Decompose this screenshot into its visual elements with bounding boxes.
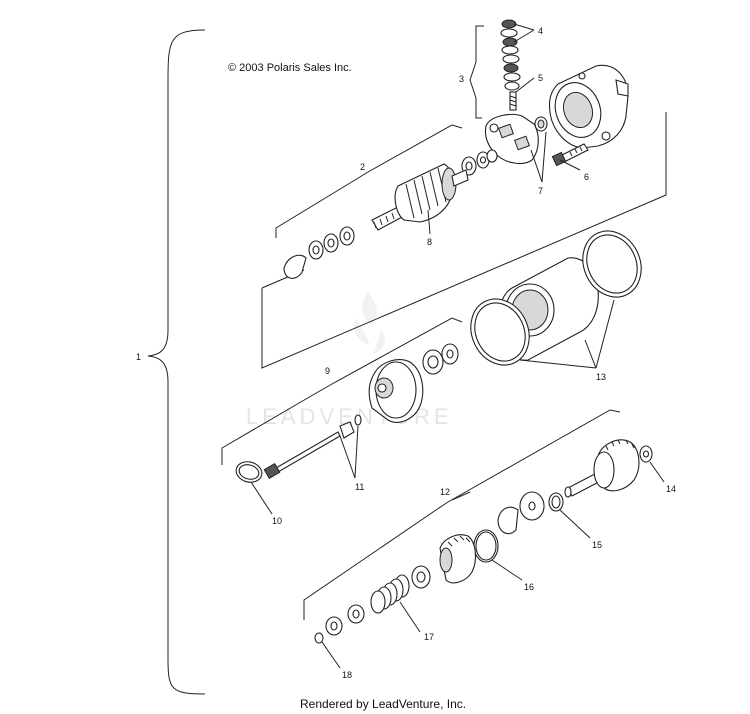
copyright-text: © 2003 Polaris Sales Inc. (228, 62, 352, 74)
part-6-bolt (551, 143, 589, 167)
callout-17: 17 (424, 632, 434, 642)
part-11-through-bolt (263, 431, 341, 480)
part-11-washers (339, 414, 362, 439)
callout-10: 10 (272, 516, 282, 526)
part-8-armature (371, 163, 469, 231)
bracket-2 (275, 124, 463, 238)
callout-15: 15 (592, 540, 602, 550)
callout-11: 11 (355, 482, 364, 492)
callout-4: 4 (538, 26, 543, 36)
watermark-logo (353, 292, 386, 354)
callout-16: 16 (524, 582, 534, 592)
leader-lines (250, 23, 665, 669)
callout-14: 14 (666, 484, 676, 494)
part-16-clutch (439, 529, 499, 584)
washer-stack-15 (497, 491, 545, 535)
part-18-washers (314, 616, 343, 644)
section-box-armature (261, 112, 667, 369)
part-17-spring-assembly (347, 565, 431, 624)
callout-8: 8 (427, 237, 432, 247)
armature-left-washers (283, 226, 355, 279)
callout-2: 2 (360, 162, 365, 172)
callout-5: 5 (538, 73, 543, 83)
part-10-o-ring (235, 461, 263, 483)
part-5-terminal-bolt (509, 91, 517, 111)
part-7-bushing (534, 116, 548, 132)
part-13-o-ring-large (582, 230, 642, 298)
part-3-brush-plate (484, 113, 539, 165)
callout-1: 1 (136, 352, 141, 362)
callout-3: 3 (459, 74, 464, 84)
part-3-end-housing (548, 64, 629, 149)
bearing (422, 343, 459, 375)
footer-text: Rendered by LeadVenture, Inc. (300, 697, 466, 711)
callout-7: 7 (538, 186, 543, 196)
bracket-12 (303, 409, 621, 620)
armature-end-washers (461, 149, 498, 176)
callout-9: 9 (325, 366, 330, 376)
part-15-retainer (548, 492, 564, 512)
bracket-3 (469, 25, 484, 119)
part-9-drive-housing (368, 359, 424, 423)
part-13-o-ring-small (470, 298, 530, 366)
callout-6: 6 (584, 172, 589, 182)
bracket-9 (221, 317, 463, 465)
callout-18: 18 (342, 670, 352, 680)
callout-12: 12 (440, 487, 450, 497)
part-14-pinion-shaft (564, 439, 640, 498)
brace-1 (147, 29, 206, 695)
part-4-nut-stack (500, 19, 521, 91)
callout-13: 13 (596, 372, 606, 382)
part-14-washer (639, 445, 653, 463)
